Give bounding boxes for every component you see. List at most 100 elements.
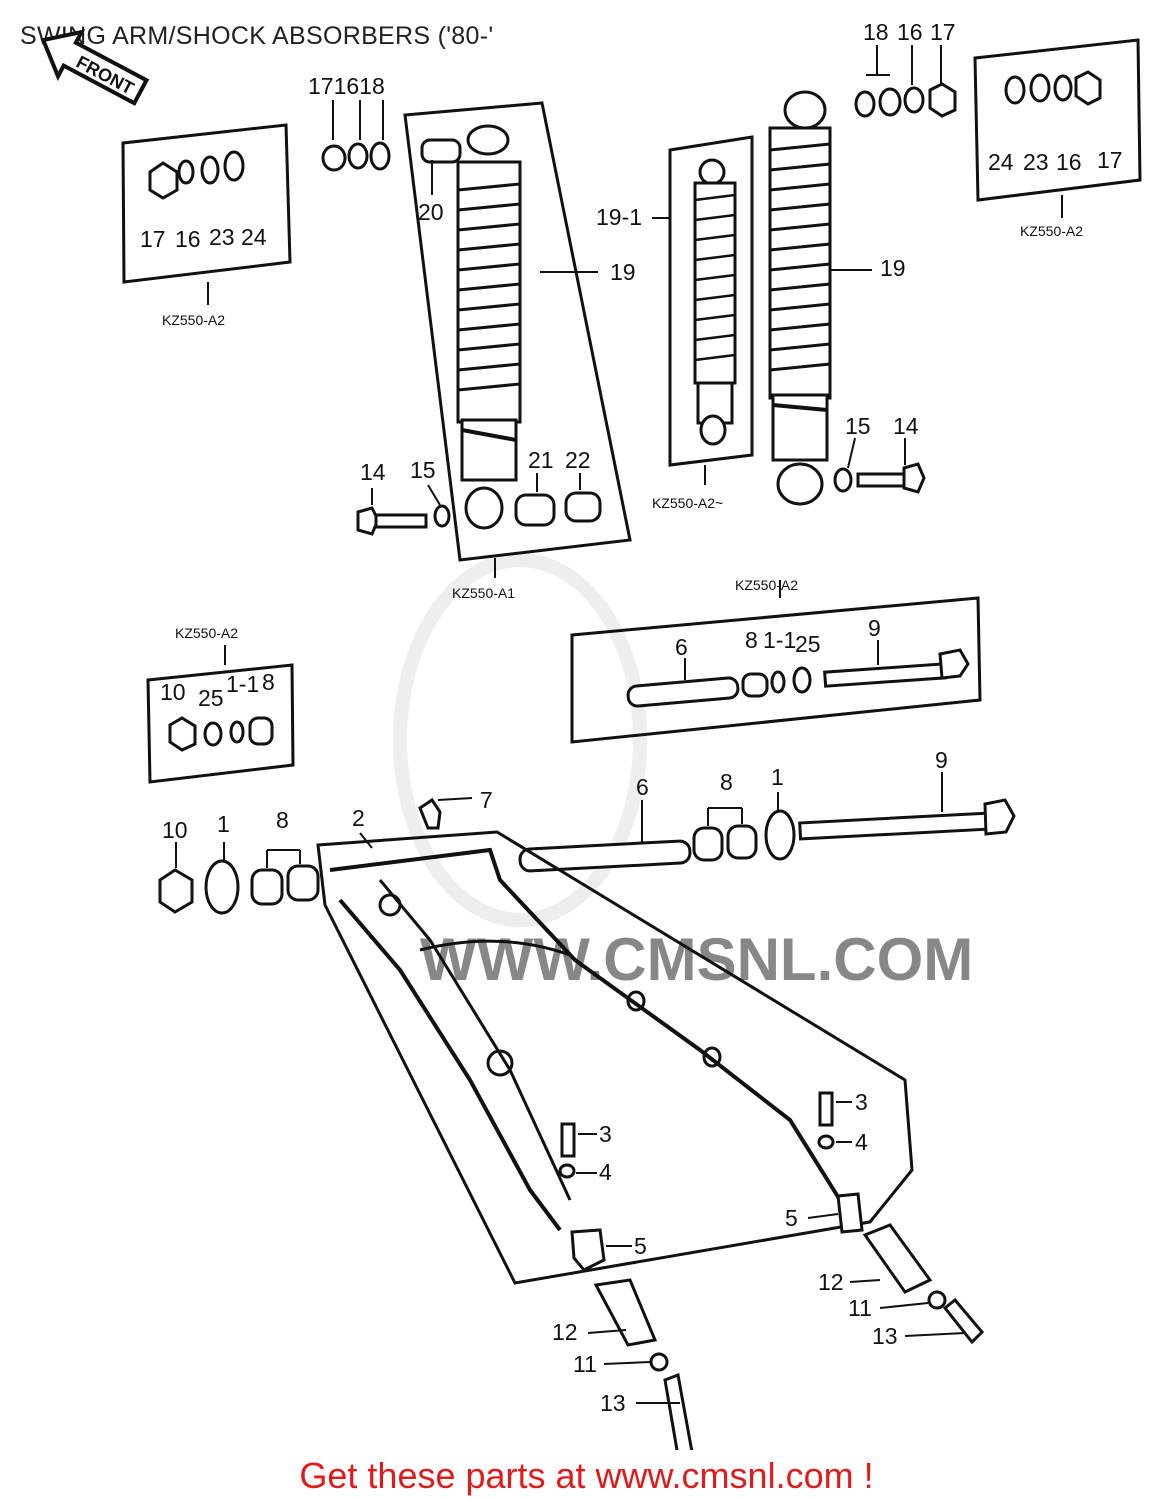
label-1-1: 1-1 xyxy=(226,671,259,697)
box-kz550-a2-topleft xyxy=(121,123,292,305)
shaft-9-icon xyxy=(798,811,992,841)
subtitle-kz550-a2: KZ550-A2 xyxy=(1020,223,1083,239)
parts-171618 xyxy=(321,100,391,172)
subtitle-kz550-a2: KZ550-A2 xyxy=(735,577,798,593)
subtitle-kz550-a2: KZ550-A2 xyxy=(175,625,238,641)
swing-arm-icon xyxy=(316,830,914,1285)
washer-16-icon xyxy=(177,159,195,185)
cap-1-right-icon xyxy=(764,809,796,861)
nut-11-right-icon xyxy=(927,1290,947,1310)
label-24: 24 xyxy=(241,224,267,250)
subtitle-kz550-a1: KZ550-A1 xyxy=(452,585,515,601)
bushing-22-icon xyxy=(564,491,602,523)
watermark: WWW.CMSNL.COM xyxy=(393,553,973,993)
label-12: 12 xyxy=(818,1269,844,1295)
subtitle-kz550-a2: KZ550-A2 xyxy=(162,312,225,328)
label-1: 1 xyxy=(771,764,784,790)
watermark-text: WWW.CMSNL.COM xyxy=(420,926,973,993)
label-5: 5 xyxy=(634,1233,647,1259)
label-8: 8 xyxy=(276,807,289,833)
label-14: 14 xyxy=(360,459,386,485)
label-14: 14 xyxy=(893,413,919,439)
label-8: 8 xyxy=(262,669,275,695)
label-5: 5 xyxy=(785,1205,798,1231)
bolt-3-left-icon xyxy=(558,1122,576,1179)
label-8: 8 xyxy=(745,627,758,653)
footer-link[interactable]: Get these parts at www.cmsnl.com ! xyxy=(0,1455,1173,1497)
block-12-right-icon xyxy=(862,1223,933,1294)
bolt-3-right-icon xyxy=(817,1091,835,1150)
label-25: 25 xyxy=(198,685,224,711)
shock-absorber-right-icon xyxy=(768,90,872,506)
label-6: 6 xyxy=(636,774,649,800)
page-title: SWING ARM/SHOCK ABSORBERS ('80-' xyxy=(20,22,494,50)
pivot-shaft-parts xyxy=(158,797,1016,915)
label-19: 19 xyxy=(880,255,906,281)
label-17: 17 xyxy=(930,19,956,45)
box-kz550-a2-topright xyxy=(973,38,1142,218)
label-19: 19 xyxy=(610,259,636,285)
shock-absorber-icon xyxy=(456,124,522,530)
subtitle-kz550-a2-tilde: KZ550-A2~ xyxy=(652,495,723,511)
bearing-8-left-icon xyxy=(250,868,284,906)
label-2: 2 xyxy=(352,805,365,831)
label-15: 15 xyxy=(410,457,436,483)
label-23: 23 xyxy=(209,224,235,250)
label-11: 11 xyxy=(573,1351,597,1377)
block-12-left-icon xyxy=(593,1278,658,1347)
label-20: 20 xyxy=(418,199,444,225)
bolt-13-left-icon xyxy=(663,1372,694,1450)
label-8: 8 xyxy=(720,769,733,795)
label-7: 7 xyxy=(480,787,493,813)
box-kz550-a2-left xyxy=(146,645,295,784)
sleeve-6-icon xyxy=(518,839,692,873)
grease-nipple-7-icon xyxy=(418,797,442,830)
label-4: 4 xyxy=(599,1159,612,1185)
exploded-parts-diagram: WWW.CMSNL.COM FRONT xyxy=(40,19,1142,1450)
bolt-13-right-icon xyxy=(942,1297,985,1345)
label-6: 6 xyxy=(675,634,688,660)
label-21: 21 xyxy=(528,447,554,473)
nut-17-icon xyxy=(148,161,179,200)
adjuster-5-right-icon xyxy=(836,1192,864,1234)
part-labels: 17 16 23 24 KZ550-A2 171618 20 19 19-1 1… xyxy=(140,19,1123,1416)
washer-23-icon xyxy=(200,155,220,185)
box-kz550-a2-mid xyxy=(668,135,754,485)
leader-lines xyxy=(175,160,966,1404)
label-17: 17 xyxy=(140,226,166,252)
front-arrow-icon: FRONT xyxy=(40,29,150,106)
washer-24-icon xyxy=(223,150,245,182)
bearing-8-right-icon xyxy=(692,826,724,862)
label-15: 15 xyxy=(845,413,871,439)
label-19-1: 19-1 xyxy=(596,204,642,230)
label-16: 16 xyxy=(1056,149,1082,175)
label-13: 13 xyxy=(600,1390,626,1416)
cap-1-left-icon xyxy=(204,859,240,915)
bolt-14-left-icon xyxy=(356,504,451,536)
nut-10-icon xyxy=(158,868,194,914)
label-13: 13 xyxy=(872,1323,898,1349)
label-16: 16 xyxy=(175,226,201,252)
label-10: 10 xyxy=(162,817,188,843)
nut-11-left-icon xyxy=(649,1352,669,1372)
label-23: 23 xyxy=(1023,149,1049,175)
label-1: 1 xyxy=(217,811,230,837)
label-9: 9 xyxy=(868,615,881,641)
collar-20-icon xyxy=(420,138,462,164)
parts-181617 xyxy=(854,45,957,118)
label-12: 12 xyxy=(552,1319,578,1345)
label-10: 10 xyxy=(160,679,186,705)
label-18: 18 xyxy=(863,19,889,45)
adjuster-5-left-icon xyxy=(570,1228,606,1272)
label-16: 16 xyxy=(897,19,923,45)
box-kz550-a2-right xyxy=(570,580,982,744)
label-1-1: 1-1 xyxy=(763,627,796,653)
label-25: 25 xyxy=(795,631,821,657)
label-17: 17 xyxy=(1097,147,1123,173)
label-11: 11 xyxy=(848,1295,872,1321)
bolt-14-right-icon xyxy=(833,462,926,494)
cmsnl-link[interactable]: Get these parts at www.cmsnl.com ! xyxy=(299,1455,874,1496)
label-9: 9 xyxy=(935,747,948,773)
label-3: 3 xyxy=(855,1089,868,1115)
label-24: 24 xyxy=(988,149,1014,175)
